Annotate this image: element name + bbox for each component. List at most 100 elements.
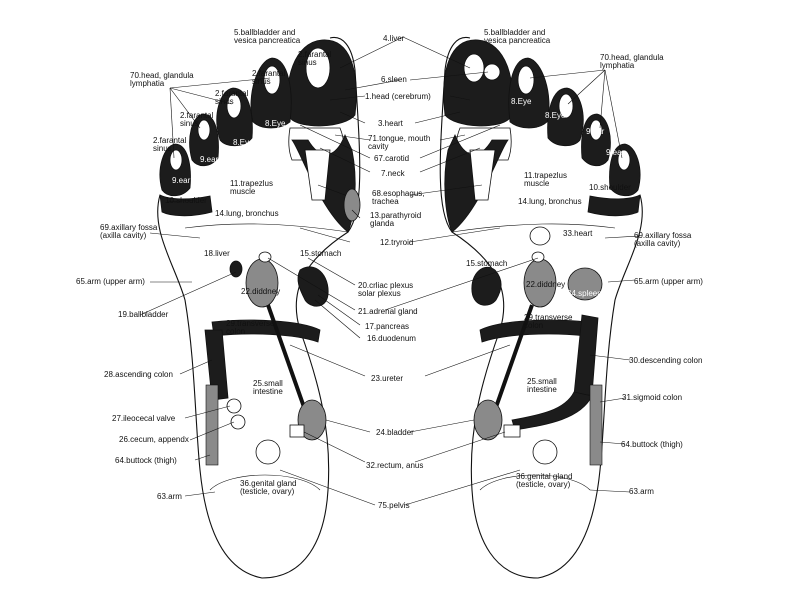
left-label-arm: 63.arm xyxy=(157,492,182,501)
right-label-descending-colon: 30.descending colon xyxy=(629,356,702,365)
center-label-spleen: 6.sleen xyxy=(381,75,407,84)
left-label-lung: 14.lung, bronchus xyxy=(215,209,279,218)
center-label-thyroid: 12.tryroid xyxy=(380,238,413,247)
right-sigmoid-colon xyxy=(511,391,593,431)
left-label-arm-upper: 65.arm (upper arm) xyxy=(76,277,145,286)
left-label-genital: 36.genital gland(testicle, ovary) xyxy=(240,479,297,496)
left-toe-5-sinus xyxy=(169,149,183,171)
center-label-rectum: 32.rectum, anus xyxy=(366,461,423,470)
right-adrenal xyxy=(531,251,545,263)
left-ileocecal-valve xyxy=(226,398,242,414)
left-label-kidney: 22.diddney xyxy=(241,287,280,296)
right-stomach xyxy=(471,266,502,306)
right-label-eye-1: 8.Eye xyxy=(511,97,532,106)
left-cecum xyxy=(230,414,246,430)
center-label-adrenal: 21.adrenal gland xyxy=(358,307,418,316)
left-label-buttock: 64.buttock (thigh) xyxy=(115,456,177,465)
leader-lines xyxy=(139,36,641,506)
left-liver-point xyxy=(229,260,243,278)
left-label-ear-2: 9.ear xyxy=(172,176,191,185)
left-ureter xyxy=(266,304,307,411)
center-label-esophagus: 68.esophagus,trachea xyxy=(372,189,425,206)
right-bladder xyxy=(473,399,503,441)
right-pelvis-line xyxy=(479,474,591,491)
center-label-bladder: 24.bladder xyxy=(376,428,414,437)
left-toe-3-sinus xyxy=(226,93,242,119)
right-esophagus xyxy=(469,149,496,201)
right-buttock-strip xyxy=(589,384,603,466)
right-label-ear-1: 9.ear xyxy=(586,127,605,136)
center-label-liver: 4.liver xyxy=(383,34,405,43)
left-transverse-colon xyxy=(211,319,321,343)
left-genital xyxy=(255,439,281,465)
left-adrenal xyxy=(258,251,272,263)
right-label-arm-upper: 65.arm (upper arm) xyxy=(634,277,703,286)
left-pelvis-line xyxy=(209,474,321,491)
left-parathyroid xyxy=(343,188,361,222)
right-transverse-colon xyxy=(479,319,589,343)
right-heart xyxy=(529,226,551,246)
right-ureter xyxy=(493,304,534,411)
right-foot-outline xyxy=(439,36,643,579)
left-big-toe-sinus xyxy=(305,47,331,89)
center-label-carotid: 67.carotid xyxy=(374,154,409,163)
center-label-duodenum: 16.duodenum xyxy=(367,334,416,343)
right-shoulder-zone xyxy=(587,194,641,217)
left-label-ear-1: 9.ear xyxy=(200,155,219,164)
left-toe-2-sinus xyxy=(263,65,281,95)
right-foot xyxy=(439,36,643,579)
left-label-gallbladder: 19.ballbladder xyxy=(118,310,169,319)
left-lung-line xyxy=(184,223,349,233)
center-label-heart: 3.heart xyxy=(378,119,404,128)
right-label-stomach: 15.stomach xyxy=(466,259,507,268)
center-label-neck: 7.neck xyxy=(381,169,406,178)
center-label-head-cerebrum: 1.head (cerebrum) xyxy=(365,92,431,101)
right-label-spleen: 34.spleen xyxy=(567,289,602,298)
right-label-lung: 14.lung, bronchus xyxy=(518,197,582,206)
right-rectum xyxy=(503,424,521,438)
right-label-eye-2: 8.Eye xyxy=(545,111,566,120)
right-big-toe xyxy=(443,39,513,127)
left-duodenum xyxy=(297,266,329,307)
right-label-arm: 63.arm xyxy=(629,487,654,496)
right-lung-line xyxy=(451,223,616,233)
left-label-cecum: 26.cecum, appendx xyxy=(119,435,189,444)
left-label-ileocecal: 27.ileocecal valve xyxy=(112,414,176,423)
left-label-liver: 18.liver xyxy=(204,249,230,258)
center-label-pelvis: 75.pelvis xyxy=(378,501,410,510)
left-label-axillary: 69.axillary fossa(axilla cavity) xyxy=(100,223,158,240)
left-label-shoulder: 10.shoulder xyxy=(165,196,207,205)
right-label-ear-2: 9.ear xyxy=(606,148,625,157)
left-rectum xyxy=(289,424,305,438)
right-label-sigmoid: 31.sigmoid colon xyxy=(622,393,682,402)
center-label-pancreas: 17.pancreas xyxy=(365,322,409,331)
left-ascending-colon xyxy=(204,329,229,401)
right-label-axillary: 69.axillary fossa(axilla cavity) xyxy=(634,231,692,248)
right-toe-4-sinus xyxy=(589,119,603,141)
left-label-stomach: 15.stomach xyxy=(300,249,341,258)
left-shoulder-zone xyxy=(159,194,213,217)
left-foot xyxy=(157,36,361,579)
right-label-heart: 33.heart xyxy=(563,229,593,238)
left-toe-4-sinus xyxy=(197,119,211,141)
right-toe-5-sinus xyxy=(617,149,631,171)
left-buttock-strip xyxy=(205,384,219,466)
